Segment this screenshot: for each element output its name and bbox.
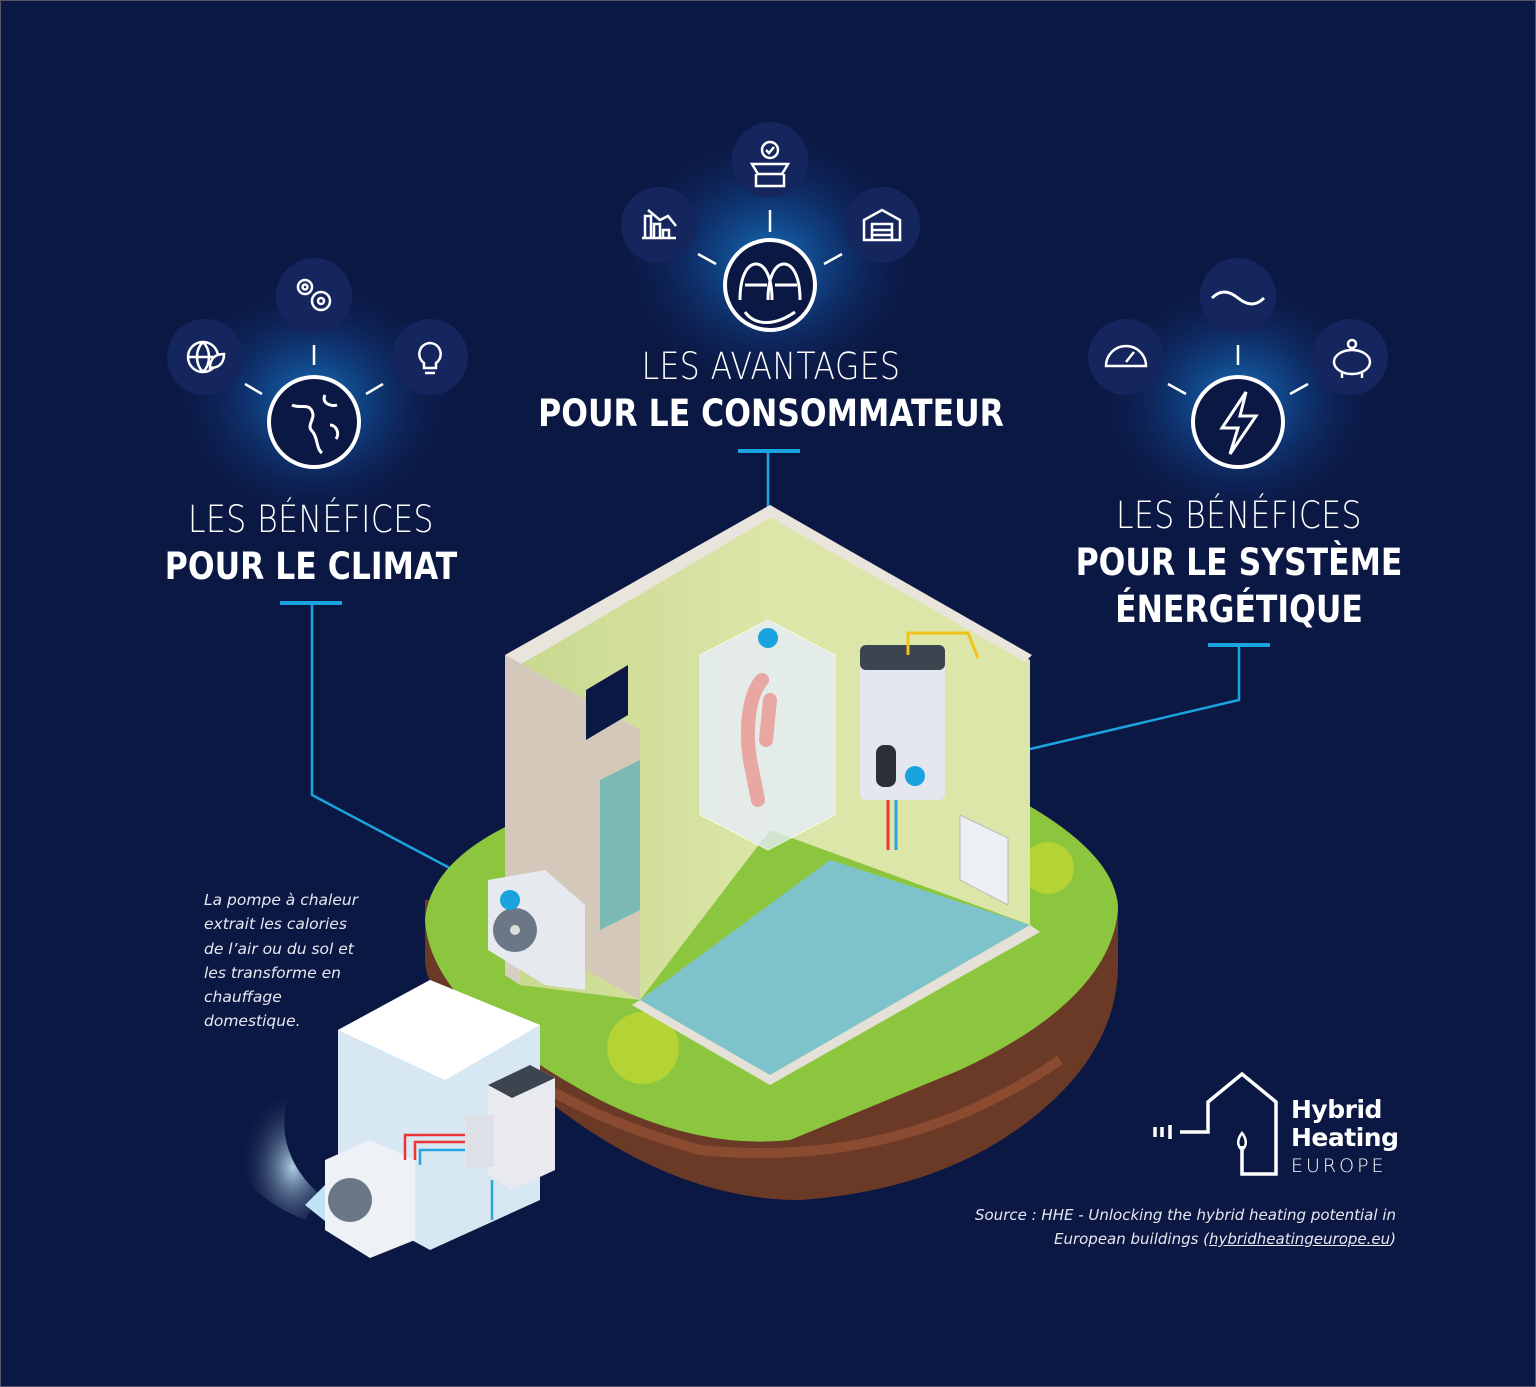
source-line1: Source : HHE - Unlocking the hybrid heat… [974, 1206, 1396, 1224]
gears-icon [296, 278, 332, 312]
note-line: La pompe à chaleur [204, 891, 359, 909]
note-line: chauffage [204, 988, 282, 1007]
climate-title-line1: LES BÉNÉFICES [188, 498, 434, 541]
energy-title-line2: POUR LE SYSTÈME [1075, 541, 1403, 584]
logo-text: Hybrid Heating EUROPE [1291, 1095, 1399, 1180]
source-prefix: European buildings ( [1053, 1230, 1210, 1248]
bush [607, 1012, 679, 1084]
logo-line-europe: EUROPE [1291, 1155, 1387, 1177]
box-check-icon [749, 140, 791, 188]
note-line: de l’air ou du sol et [204, 939, 354, 958]
climate-title: LES BÉNÉFICES POUR LE CLIMAT [139, 496, 483, 590]
consumer-title-line2: POUR LE CONSOMMATEUR [538, 392, 1004, 435]
wave-icon [1210, 290, 1266, 306]
house [488, 505, 1040, 1085]
note-line: les transforme en [204, 963, 341, 982]
climate-title-line2: POUR LE CLIMAT [164, 545, 458, 588]
piggy-bank-icon [1332, 338, 1372, 378]
lightbulb-icon [418, 341, 442, 375]
note-line: domestique. [204, 1012, 301, 1031]
bush [1022, 842, 1074, 894]
consumer-title-line1: LES AVANTAGES [641, 345, 901, 388]
source-citation: Source : HHE - Unlocking the hybrid heat… [975, 1203, 1396, 1251]
gauge-icon [1104, 344, 1148, 368]
chart-down-icon [642, 209, 677, 240]
globe-leaf-icon [186, 340, 226, 374]
lightning-icon [1191, 375, 1285, 469]
hybrid-heating-logo-mark [1153, 1071, 1278, 1176]
climate-icon-cluster [167, 258, 468, 469]
energy-icon-cluster [1088, 258, 1388, 469]
energy-title-line1: LES BÉNÉFICES [1116, 494, 1362, 537]
building-icon [862, 208, 902, 242]
consumer-icon-cluster [621, 122, 920, 332]
energy-title: LES BÉNÉFICES POUR LE SYSTÈME ÉNERGÉTIQU… [1047, 492, 1431, 633]
source-suffix: ) [1390, 1230, 1396, 1248]
consumer-title: LES AVANTAGES POUR LE CONSOMMATEUR [497, 343, 1045, 437]
energy-title-line3: ÉNERGÉTIQUE [1115, 588, 1363, 631]
note-line: extrait les calories [204, 915, 347, 934]
logo-line-hybrid: Hybrid [1291, 1095, 1382, 1124]
source-line2: European buildings (hybridheatingeurope.… [975, 1227, 1396, 1251]
logo-line-heating: Heating [1291, 1123, 1399, 1152]
source-link[interactable]: hybridheatingeurope.eu [1209, 1230, 1391, 1248]
heat-pump-illustration [230, 980, 555, 1258]
earth-icon [267, 375, 361, 469]
heat-pump-note: La pompe à chaleur extrait les calories … [204, 888, 358, 1034]
